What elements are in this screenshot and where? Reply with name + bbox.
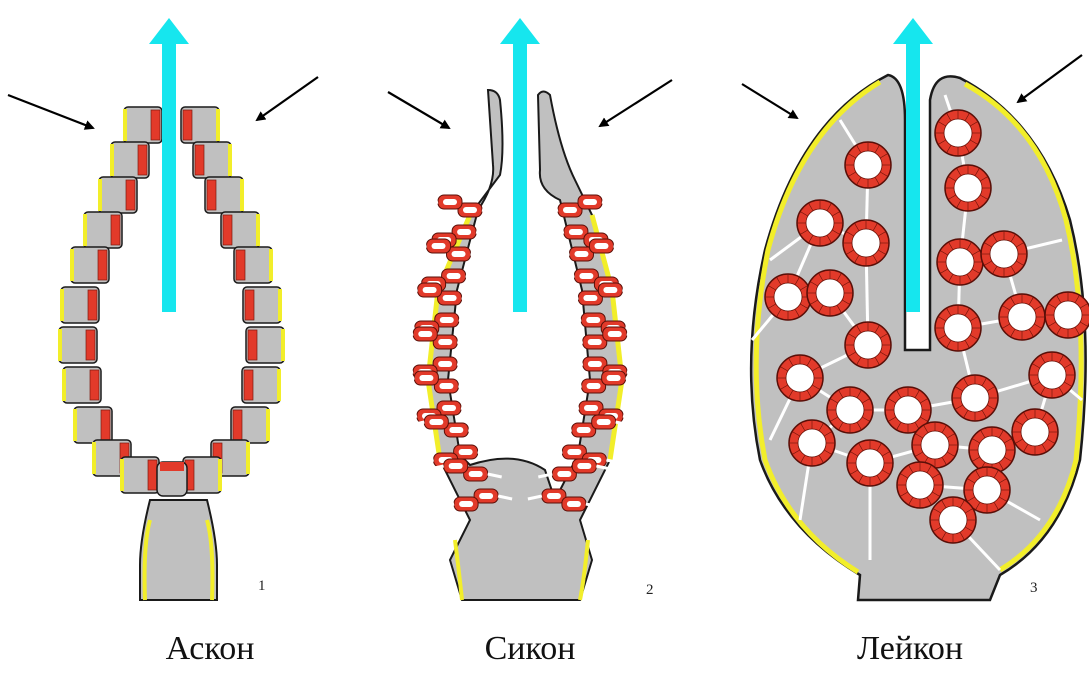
sycon-chamber <box>433 357 471 371</box>
caption-ascon: Аскон <box>166 630 255 668</box>
leucon-chamber <box>935 110 981 156</box>
cyan-up-arrow-icon <box>149 18 189 312</box>
leucon-chamber <box>897 462 943 508</box>
leucon-chamber <box>843 220 889 266</box>
sycon-chamber <box>565 401 603 415</box>
black-diagonal-arrow-icon <box>1018 55 1082 102</box>
ascon-wall-cell <box>242 367 281 403</box>
caption-sycon: Сикон <box>485 630 576 668</box>
caption-leucon: Лейкон <box>857 630 963 668</box>
leucon-chamber <box>765 274 811 320</box>
leucon-chamber <box>1045 292 1089 338</box>
ascon-stalk <box>140 500 217 600</box>
ascon-wall-cell <box>157 462 187 496</box>
sycon-chamber <box>413 239 451 253</box>
black-diagonal-arrow-icon <box>8 95 93 128</box>
sycon-chamber <box>442 269 480 283</box>
sycon-chamber <box>424 195 462 209</box>
leucon-chamber <box>912 422 958 468</box>
ascon-wall-cell <box>193 142 232 178</box>
sycon-chamber <box>564 291 602 305</box>
sycon-chamber <box>433 335 471 349</box>
leucon-chamber <box>777 355 823 401</box>
leucon-chamber <box>930 497 976 543</box>
leucon-chamber <box>845 142 891 188</box>
sycon-chamber <box>544 203 582 217</box>
ascon-wall-cell <box>205 177 244 213</box>
sycon-chamber <box>568 379 606 393</box>
sycon-chamber <box>458 203 496 217</box>
ascon-wall-cell <box>73 407 112 443</box>
sycon-chamber <box>558 423 596 437</box>
ascon-wall-cell <box>70 247 109 283</box>
leucon-chamber <box>952 375 998 421</box>
sycon-chamber <box>555 247 593 261</box>
sycon-chamber <box>440 497 478 511</box>
leucon-chamber <box>797 200 843 246</box>
ascon-wall-cell <box>62 367 101 403</box>
leucon-chamber <box>1012 409 1058 455</box>
leucon-chamber <box>827 387 873 433</box>
figure-number-2: 2 <box>646 582 654 599</box>
leucon-chamber <box>807 270 853 316</box>
ascon-wall-cell <box>123 107 162 143</box>
leucon-chamber <box>969 427 1015 473</box>
black-diagonal-arrow-icon <box>742 84 797 118</box>
leucon-chamber <box>935 305 981 351</box>
ascon-wall-cell <box>246 327 285 363</box>
sycon-chamber <box>452 225 490 239</box>
sycon-chamber <box>562 497 600 511</box>
figure-number-1: 1 <box>258 578 266 595</box>
leucon-figure <box>751 75 1089 600</box>
sycon-chamber <box>548 445 586 459</box>
leucon-chamber <box>845 322 891 368</box>
ascon-wall-cell <box>83 212 122 248</box>
leucon-chamber <box>945 165 991 211</box>
sycon-chamber <box>435 313 473 327</box>
sycon-chamber <box>438 291 476 305</box>
sycon-chamber <box>444 423 482 437</box>
ascon-wall-cell <box>234 247 273 283</box>
leucon-chamber <box>981 231 1027 277</box>
ascon-wall-cell <box>60 287 99 323</box>
ascon-wall-cell <box>98 177 137 213</box>
sycon-chamber <box>550 225 588 239</box>
sycon-chamber <box>454 445 492 459</box>
sycon-chamber <box>589 239 627 253</box>
ascon-wall-cell <box>110 142 149 178</box>
black-diagonal-arrow-icon <box>257 77 318 120</box>
sycon-chamber <box>404 283 442 297</box>
black-diagonal-arrow-icon <box>600 80 672 126</box>
sycon-chamber <box>567 313 605 327</box>
ascon-wall-cell <box>120 457 159 493</box>
sycon-chamber <box>434 379 472 393</box>
leucon-chamber <box>1029 352 1075 398</box>
cyan-up-arrow-icon <box>500 18 540 312</box>
ascon-wall-cell <box>183 457 222 493</box>
ascon-wall-cell <box>221 212 260 248</box>
ascon-wall-cell <box>58 327 97 363</box>
leucon-chamber <box>847 440 893 486</box>
sycon-chamber <box>560 269 598 283</box>
figure-number-3: 3 <box>1030 580 1038 597</box>
ascon-wall-cell <box>231 407 270 443</box>
leucon-chamber <box>937 239 983 285</box>
ascon-wall-cell <box>243 287 282 323</box>
leucon-chamber <box>999 294 1045 340</box>
sycon-chamber <box>569 357 607 371</box>
sycon-chamber <box>569 335 607 349</box>
ascon-wall-cell <box>181 107 220 143</box>
sycon-chamber <box>578 195 616 209</box>
sycon-chamber <box>598 283 636 297</box>
sycon-chamber <box>437 401 475 415</box>
leucon-chamber <box>789 420 835 466</box>
black-diagonal-arrow-icon <box>388 92 449 128</box>
sycon-chamber <box>447 247 485 261</box>
